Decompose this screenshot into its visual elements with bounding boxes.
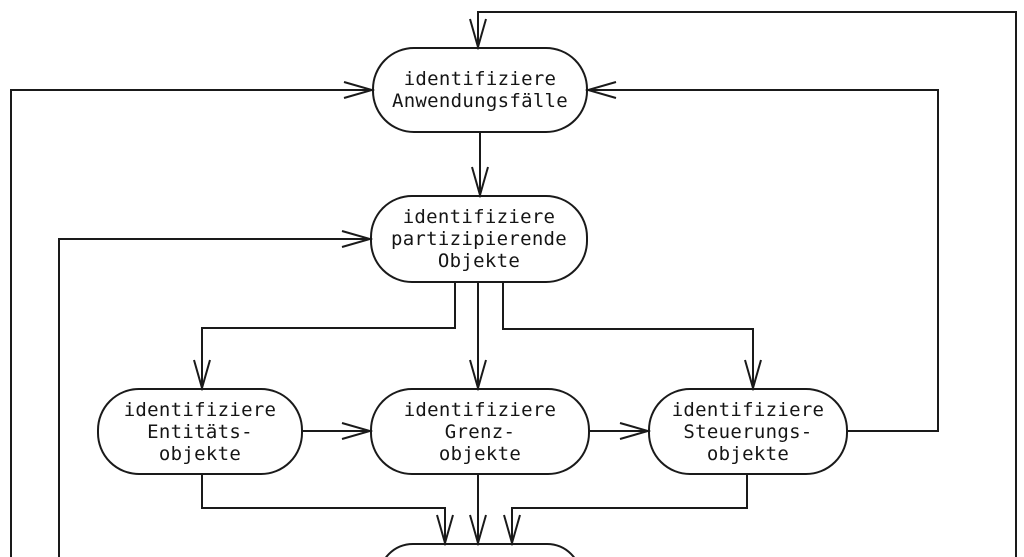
node-identifiziere-anwendungsfaelle: identifiziere Anwendungsfälle: [372, 47, 588, 133]
node-bottom-cutoff: [378, 543, 582, 557]
node-label-line: Steuerungs-: [683, 420, 813, 443]
node-label-line: Anwendungsfälle: [391, 90, 569, 112]
node-label-line: Grenz-: [444, 420, 516, 443]
node-label-line: identifiziere: [402, 206, 556, 228]
node-label-line: partizipierende: [390, 228, 568, 250]
node-label-line: Objekte: [437, 250, 521, 272]
node-label-line: identifiziere: [123, 398, 277, 421]
node-label-line: objekte: [438, 442, 522, 465]
node-label-line: objekte: [158, 442, 242, 465]
node-identifiziere-grenzobjekte: identifiziere Grenz- objekte: [370, 388, 590, 475]
node-identifiziere-partizipierende-objekte: identifiziere partizipierende Objekte: [370, 195, 588, 283]
edge-steuerungs-to-bottom: [512, 475, 748, 543]
edge-entitaets-to-bottom: [201, 475, 445, 543]
edge-partizipierende-to-steuerungs: [502, 283, 753, 388]
node-label-line: identifiziere: [671, 398, 825, 421]
node-label-line: identifiziere: [403, 68, 557, 90]
edge-partizipierende-to-entitaets: [202, 283, 456, 388]
node-label-line: Entitäts-: [147, 420, 253, 443]
node-identifiziere-entitaetsobjekte: identifiziere Entitäts- objekte: [97, 388, 303, 475]
node-label-line: identifiziere: [403, 398, 557, 421]
node-identifiziere-steuerungsobjekte: identifiziere Steuerungs- objekte: [648, 388, 848, 475]
edge-loop-left-into-anwendungsfaelle: [10, 90, 372, 557]
node-label-line: objekte: [706, 442, 790, 465]
edge-steuerungs-to-anwendungsfaelle: [588, 90, 939, 432]
